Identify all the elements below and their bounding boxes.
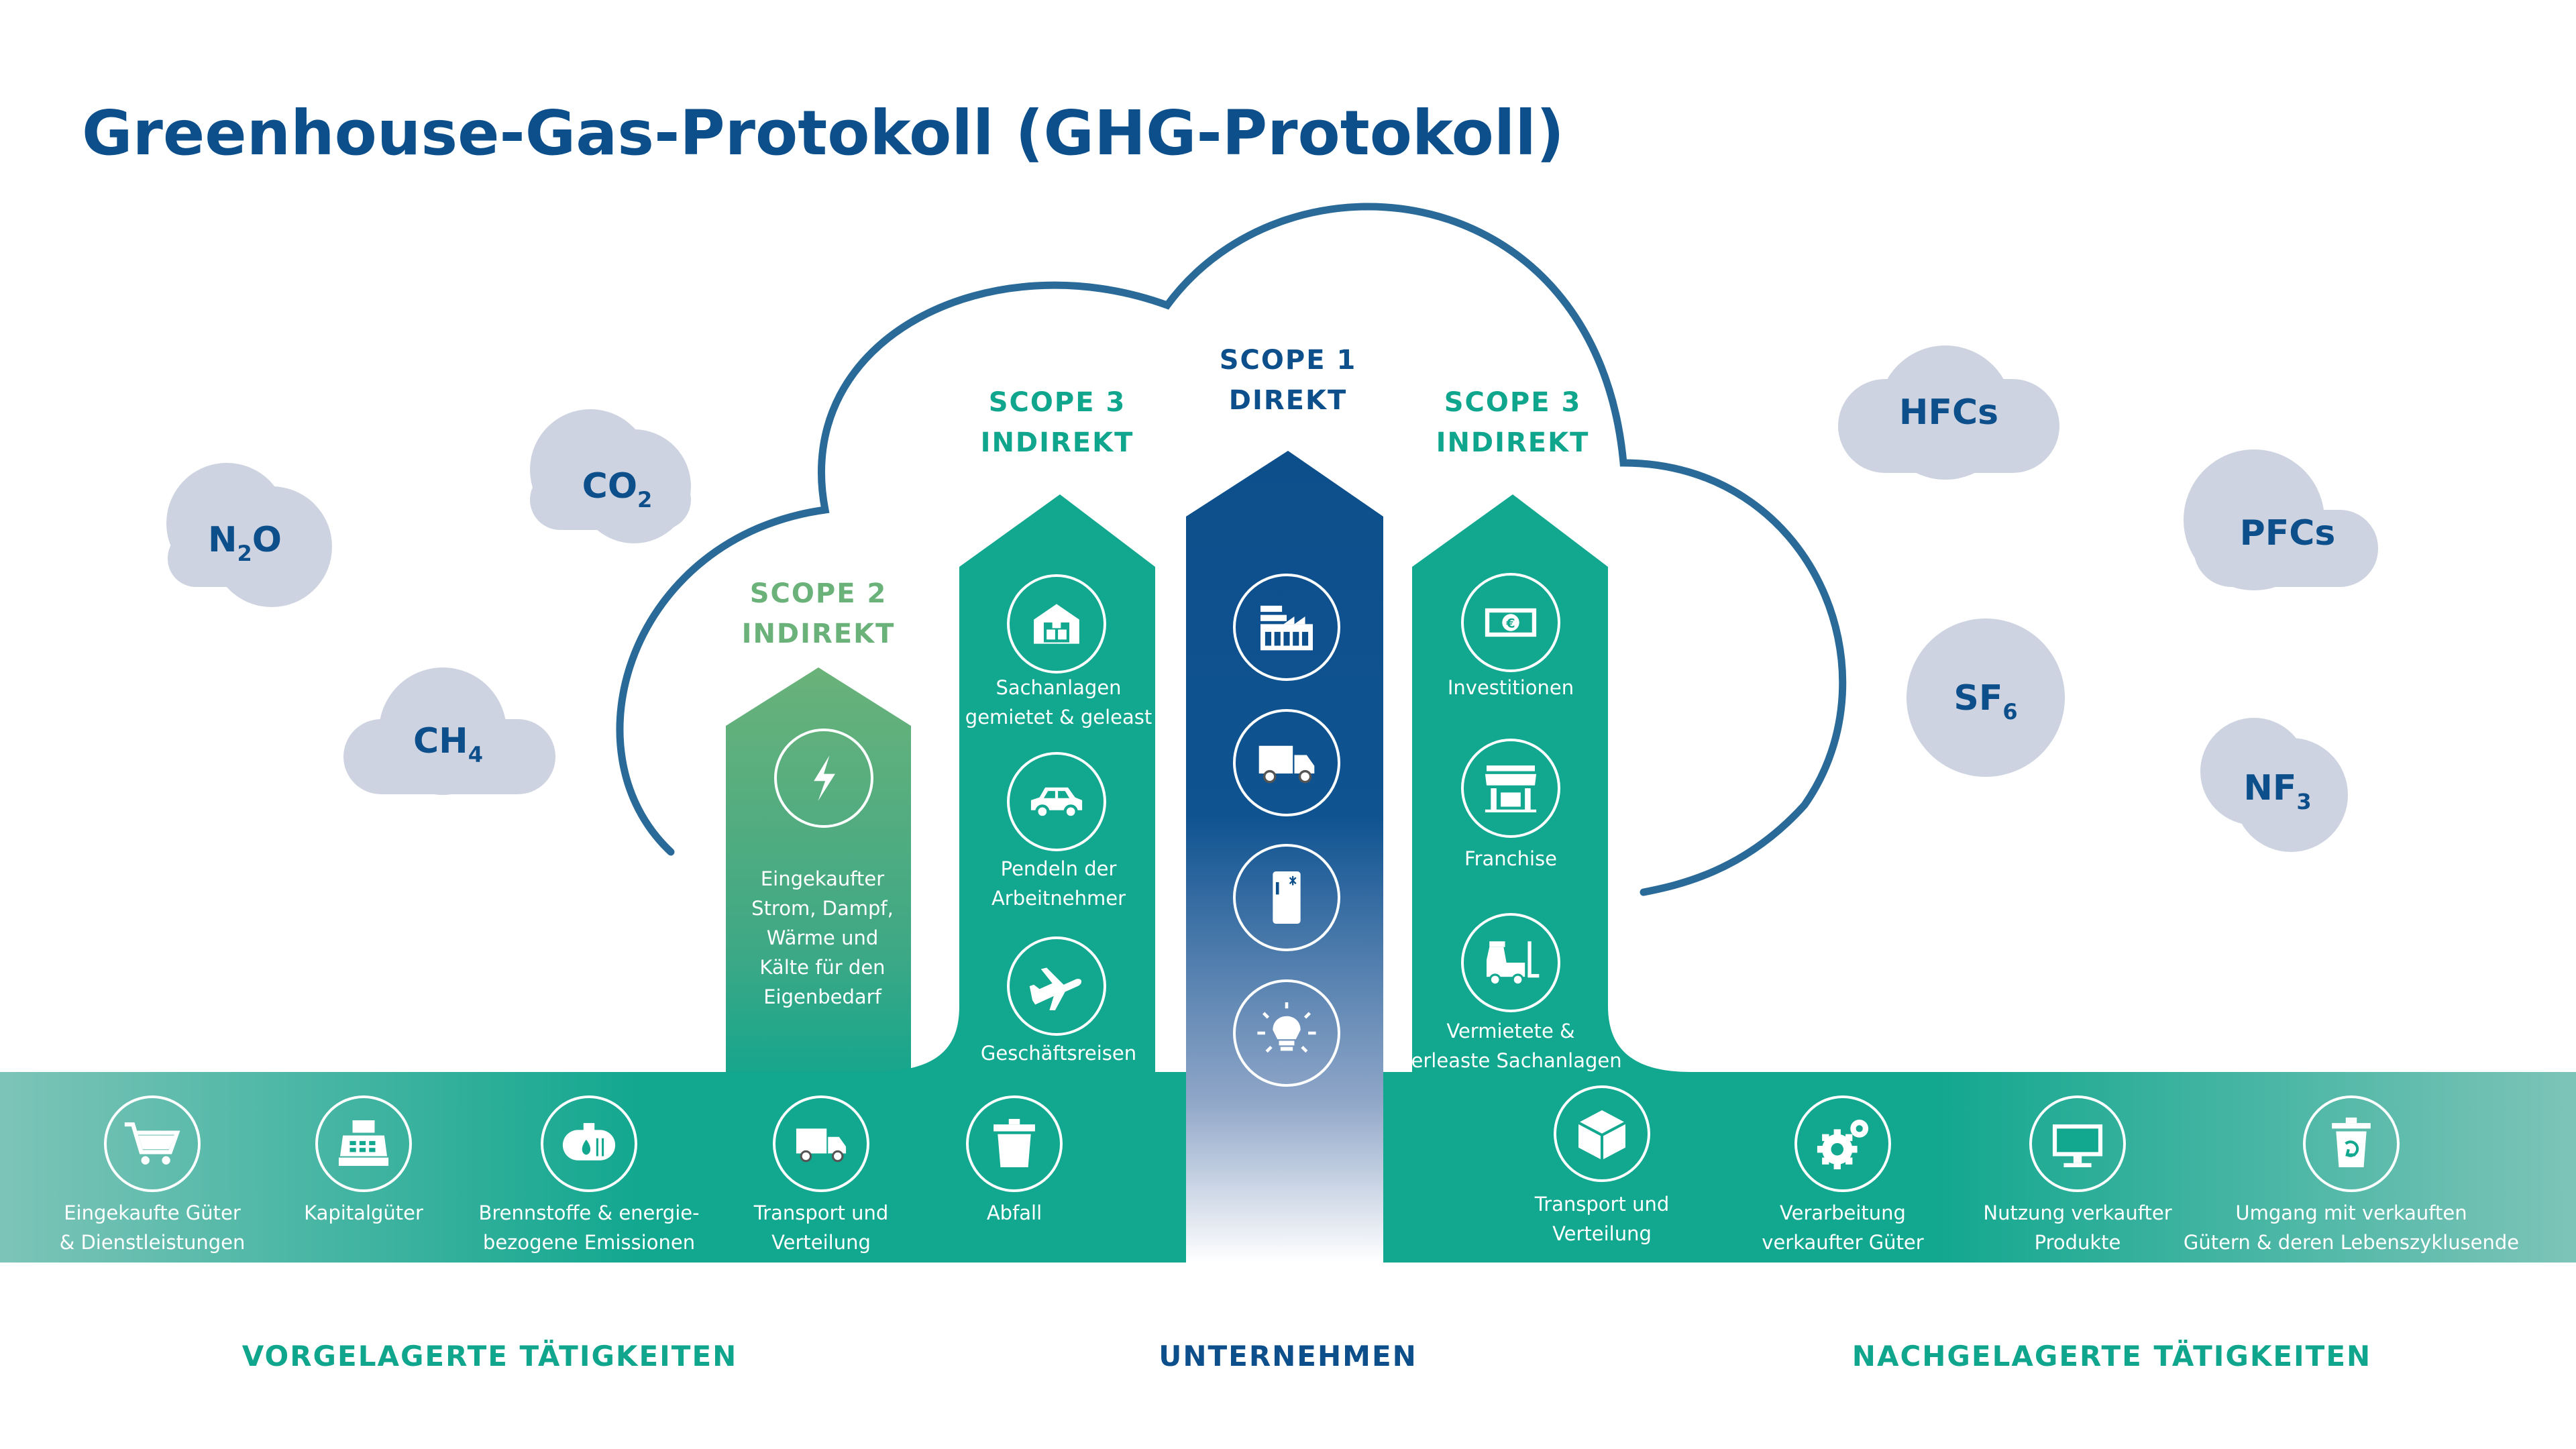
gas-cloud-co2: CO2 [530,409,691,543]
item-label: Eingekaufte Güter& Dienstleistungen [60,1201,246,1254]
gears-ring [1794,1095,1891,1192]
truck-ring [1233,709,1340,816]
scope3-left-arrow [671,494,1155,1263]
scope1-heading: SCOPE 1 DIREKT [1220,345,1357,416]
scope3-right-arrow [1412,494,1811,1263]
lightning-ring [774,729,873,828]
scope3-right-heading: SCOPE 3 INDIREKT [1436,387,1590,458]
fuel-tank-ring [541,1095,637,1192]
svg-text:INDIREKT: INDIREKT [1436,427,1590,458]
fuel-tank-icon [562,1123,616,1161]
company-cloud-outline [616,203,1847,896]
svg-text:INDIREKT: INDIREKT [981,427,1134,458]
truck-icon [1258,745,1315,784]
scope2-arrow [726,667,911,1072]
box-ring [1554,1085,1650,1182]
monitor-ring [2029,1095,2126,1192]
light-bulb-ring [1233,979,1340,1087]
gas-label-pfcs: PFCs [2240,513,2336,553]
scope3-left-heading: SCOPE 3 INDIREKT [981,387,1134,458]
cash-register-icon [338,1120,389,1166]
gas-cloud-n2o: N2O [166,463,332,607]
trash-can-ring [966,1095,1063,1192]
monitor-icon [2052,1124,2103,1167]
money-ring [1461,573,1560,672]
fridge-ring [1233,844,1340,951]
gas-label-nf3: NF3 [2243,768,2311,814]
item-label: Franchise [1464,847,1557,870]
warehouse-ring [1007,574,1106,674]
icon-layer: € [104,573,2400,1192]
item-label: Geschäftsreisen [981,1042,1136,1065]
factory-icon [1260,605,1313,651]
lightning-icon [814,755,835,801]
item-label: Investitionen [1448,676,1574,699]
factory-ring [1233,574,1340,681]
gas-cloud-ch4: CH4 [343,667,555,795]
gas-label-n2o: N2O [208,520,282,566]
cash-register-ring [315,1095,412,1192]
airplane-ring [1007,936,1106,1036]
forklift-ring [1461,913,1560,1012]
scope2-heading: SCOPE 2 INDIREKT [742,578,896,649]
car-icon [1030,787,1083,819]
gas-label-hfcs: HFCs [1899,392,1998,433]
item-label: Abfall [987,1201,1042,1224]
svg-text:INDIREKT: INDIREKT [742,619,896,649]
svg-text:SCOPE 2: SCOPE 2 [750,578,888,609]
gas-cloud-hfcs: HFCs [1838,345,2059,480]
footer-upstream: VORGELAGERTE TÄTIGKEITEN [242,1339,738,1373]
warehouse-icon [1034,604,1079,644]
item-label: Kapitalgüter [304,1201,423,1224]
gas-label-sf6: SF6 [1953,678,2017,724]
money-icon: € [1485,608,1537,637]
recycle-bin-icon [2332,1117,2371,1167]
scope1-arrow [1186,451,1383,1263]
fridge-icon [1273,871,1301,924]
box-icon [1578,1110,1626,1161]
shop-ring [1461,739,1560,838]
svg-text:SCOPE 1: SCOPE 1 [1220,345,1357,376]
svg-text:SCOPE 3: SCOPE 3 [1444,387,1582,418]
airplane-icon [1029,967,1082,1010]
page-title: Greenhouse-Gas-Protokoll (GHG-Protokoll) [82,97,1564,169]
light-bulb-icon [1257,1002,1316,1053]
svg-text:SCOPE 3: SCOPE 3 [989,387,1126,418]
item-label: Vermietete &verleaste Sachanlagen [1399,1020,1621,1072]
gas-label-ch4: CH4 [413,721,483,767]
forklift-icon [1487,941,1540,986]
svg-text:€: € [1505,616,1515,631]
car-ring [1007,752,1106,851]
svg-text:DIREKT: DIREKT [1229,385,1348,416]
gas-cloud-nf3: NF3 [2200,718,2348,852]
recycle-bin-ring [2303,1095,2400,1192]
gas-cloud-sf6: SF6 [1907,619,2065,777]
shopping-cart-ring [104,1095,201,1192]
truck-ring [773,1095,869,1192]
gears-icon [1817,1119,1869,1170]
footer-company: UNTERNEHMEN [1159,1340,1417,1373]
footer-downstream: NACHGELAGERTE TÄTIGKEITEN [1852,1339,2371,1373]
shopping-cart-icon [124,1122,180,1165]
shop-icon [1485,765,1537,812]
gas-cloud-pfcs: PFCs [2184,449,2378,590]
trash-can-icon [994,1118,1035,1167]
item-label: Brennstoffe & energie-bezogene Emissione… [478,1201,699,1254]
gas-label-co2: CO2 [582,466,653,513]
truck-icon [796,1128,847,1163]
